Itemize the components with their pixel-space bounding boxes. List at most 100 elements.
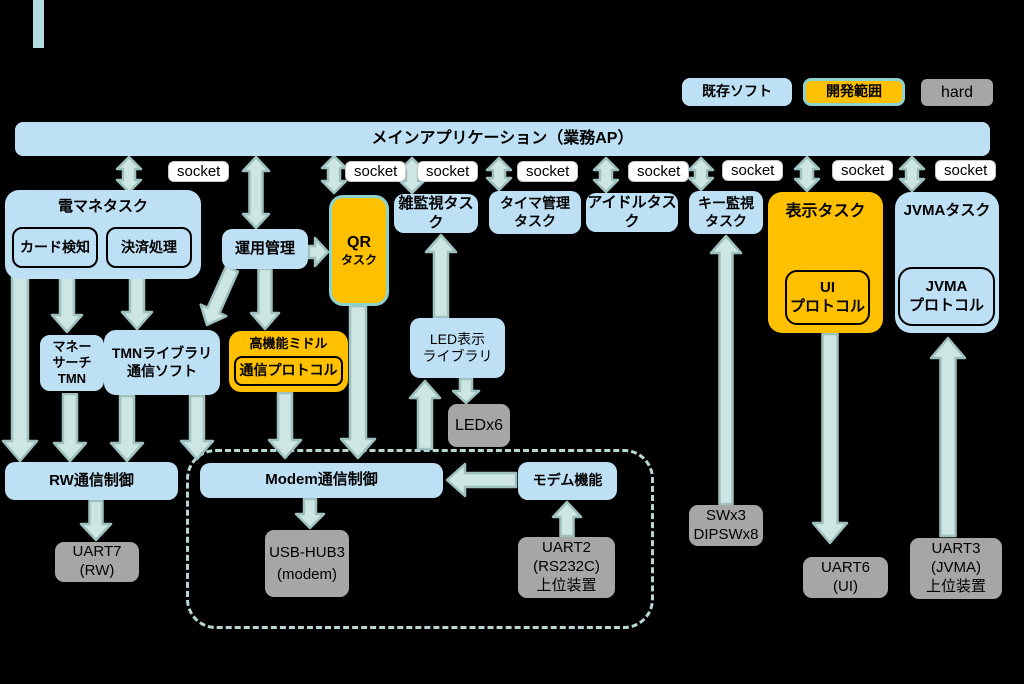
node-jvma-protocol: JVMA プロトコル bbox=[898, 267, 995, 326]
uart2-label: UART2 (RS232C) 上位装置 bbox=[533, 539, 600, 594]
modem-dashed-zone bbox=[186, 449, 654, 629]
led-library-label: LED表示 ライブラリ bbox=[422, 330, 493, 365]
flow-arrow bbox=[551, 500, 583, 538]
flow-arrow bbox=[249, 267, 281, 331]
node-uart3-jvma: UART3 (JVMA) 上位装置 bbox=[910, 538, 1002, 599]
flow-arrow bbox=[811, 332, 849, 545]
node-timer-task: タイマ管理 タスク bbox=[489, 191, 581, 234]
misc-monitor-label: 雑監視タスク bbox=[398, 194, 474, 231]
ui-protocol-label: UI プロトコル bbox=[789, 278, 865, 315]
top-left-accent-mark bbox=[33, 0, 44, 48]
emoney-task-label: 電マネタスク bbox=[57, 198, 148, 215]
flow-arrow bbox=[424, 233, 458, 319]
flow-arrow bbox=[898, 155, 926, 193]
flow-arrow bbox=[320, 154, 348, 195]
node-uart2-rs232c: UART2 (RS232C) 上位装置 bbox=[518, 537, 615, 598]
settlement-label: 決済処理 bbox=[121, 238, 177, 255]
flow-arrow bbox=[79, 499, 113, 542]
comm-protocol-label: 通信プロトコル bbox=[239, 362, 338, 379]
flow-arrow bbox=[929, 336, 967, 538]
flow-arrow bbox=[408, 379, 442, 451]
jvma-task-label: JVMAタスク bbox=[903, 202, 991, 219]
tmn-library-label: TMNライブラリ 通信ソフト bbox=[111, 345, 213, 379]
money-search-tmn-label: マネー サーチTMN bbox=[52, 338, 92, 387]
uart3-label: UART3 (JVMA) 上位装置 bbox=[925, 540, 986, 595]
node-money-search-tmn: マネー サーチTMN bbox=[38, 333, 106, 393]
card-detect-label: カード検知 bbox=[20, 238, 90, 255]
flow-arrow bbox=[115, 155, 143, 194]
switches-label: SWx3 DIPSWx8 bbox=[693, 506, 759, 543]
flow-arrow bbox=[267, 391, 303, 460]
node-emoney-task: 電マネタスク カード検知 決済処理 bbox=[5, 190, 201, 279]
modem-comm-control-label: Modem通信制御 bbox=[265, 471, 378, 489]
node-usb-hub3: USB-HUB3 (modem) bbox=[265, 530, 349, 597]
node-switches: SWx3 DIPSWx8 bbox=[689, 505, 763, 546]
idle-task-label: アイドルタスク bbox=[587, 193, 677, 230]
node-comm-protocol: 通信プロトコル bbox=[234, 356, 343, 386]
flow-arrow bbox=[109, 394, 145, 463]
node-key-monitor-task: キー監視 タスク bbox=[689, 191, 763, 234]
flow-arrow bbox=[52, 392, 88, 463]
socket-label: socket bbox=[168, 161, 230, 182]
legend-development-label: 開発範囲 bbox=[826, 83, 882, 100]
jvma-protocol-label: JVMA プロトコル bbox=[908, 277, 984, 314]
flow-arrow bbox=[485, 156, 513, 192]
node-tmn-library: TMNライブラリ 通信ソフト bbox=[104, 330, 220, 395]
socket-label: socket bbox=[517, 161, 579, 182]
flow-arrow bbox=[199, 265, 240, 327]
qr-task-label-line1: QR bbox=[347, 234, 371, 251]
flow-arrow bbox=[592, 156, 620, 194]
flow-arrow bbox=[709, 234, 743, 506]
flow-arrow bbox=[1, 267, 39, 463]
uart7-label: UART7 (RW) bbox=[72, 543, 122, 579]
main-application-bar: メインアプリケーション（業務AP） bbox=[15, 122, 990, 156]
main-application-label: メインアプリケーション（業務AP） bbox=[371, 130, 634, 147]
node-uart7-rw: UART7 (RW) bbox=[55, 542, 139, 582]
qr-task-label-line2: タスク bbox=[340, 253, 377, 267]
uart6-label: UART6 (UI) bbox=[821, 558, 870, 595]
flow-arrow bbox=[241, 155, 271, 230]
legend-development-scope: 開発範囲 bbox=[803, 78, 905, 106]
legend-existing-software: 既存ソフト bbox=[682, 78, 792, 106]
flow-arrow bbox=[793, 155, 821, 193]
socket-label: socket bbox=[628, 161, 690, 182]
operation-management-label: 運用管理 bbox=[234, 239, 295, 257]
modem-function-label: モデム機能 bbox=[532, 472, 603, 489]
node-uart6-ui: UART6 (UI) bbox=[803, 557, 888, 598]
usb-hub3-label: USB-HUB3 (modem) bbox=[269, 543, 345, 583]
socket-label: socket bbox=[832, 160, 894, 181]
node-card-detect: カード検知 bbox=[12, 227, 98, 268]
node-ledx6: LEDx6 bbox=[448, 404, 510, 447]
advanced-middleware-label: 高機能ミドル bbox=[249, 336, 328, 351]
flow-arrow bbox=[687, 156, 715, 192]
node-rw-comm-control: RW通信制御 bbox=[5, 462, 178, 500]
node-operation-management: 運用管理 bbox=[222, 229, 308, 269]
socket-label: socket bbox=[722, 160, 784, 181]
node-advanced-middleware: 高機能ミドル 通信プロトコル bbox=[229, 331, 348, 392]
node-jvma-task: JVMAタスク JVMA プロトコル bbox=[895, 192, 999, 333]
socket-label: socket bbox=[345, 161, 407, 182]
display-task-label: 表示タスク bbox=[785, 203, 866, 220]
key-monitor-label: キー監視 タスク bbox=[698, 195, 754, 229]
node-misc-monitor-task: 雑監視タスク bbox=[394, 194, 478, 233]
legend-hardware: hard bbox=[921, 79, 993, 106]
flow-arrow bbox=[294, 497, 326, 530]
node-settlement: 決済処理 bbox=[106, 227, 192, 268]
node-ui-protocol: UI プロトコル bbox=[785, 270, 870, 325]
flow-arrow bbox=[307, 236, 330, 268]
flow-arrow bbox=[445, 462, 518, 498]
ledx6-label: LEDx6 bbox=[454, 416, 504, 434]
flow-arrow bbox=[339, 304, 377, 460]
node-idle-task: アイドルタスク bbox=[586, 193, 678, 232]
node-modem-comm-control: Modem通信制御 bbox=[200, 463, 443, 498]
node-display-task: 表示タスク UI プロトコル bbox=[768, 192, 883, 333]
timer-task-label: タイマ管理 タスク bbox=[500, 195, 570, 229]
node-qr-task: QR タスク bbox=[329, 195, 389, 306]
socket-label: socket bbox=[935, 160, 997, 181]
legend-hardware-label: hard bbox=[940, 83, 974, 101]
node-led-library: LED表示 ライブラリ bbox=[410, 318, 505, 378]
flow-arrow bbox=[179, 394, 215, 461]
rw-comm-control-label: RW通信制御 bbox=[49, 471, 134, 489]
